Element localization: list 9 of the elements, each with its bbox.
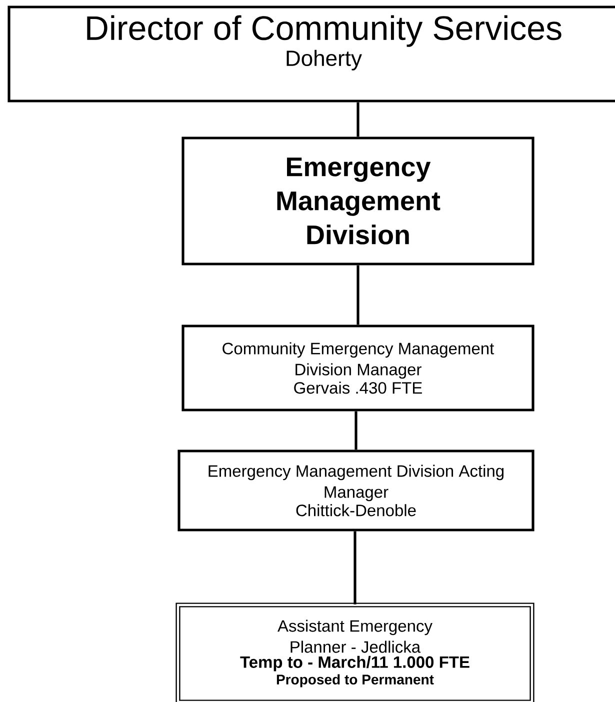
connector-line bbox=[354, 531, 356, 604]
org-box: Director of Community Services Doherty bbox=[8, 6, 615, 102]
connector-line bbox=[356, 265, 360, 325]
connector-line bbox=[354, 411, 358, 450]
org-box: Emergency Management Division Acting Manager Chittick-Denoble bbox=[178, 450, 534, 532]
org-box: Community Emergency Management Division Manager Gervais .430 FTE bbox=[182, 324, 534, 412]
org-box: Assistant Emergency Planner - Jedlicka Temp to - March/11 1.000 FTE Proposed to Permanent bbox=[176, 602, 534, 702]
org-box: Emergency Management Division bbox=[182, 136, 534, 266]
connector-line bbox=[356, 102, 360, 137]
